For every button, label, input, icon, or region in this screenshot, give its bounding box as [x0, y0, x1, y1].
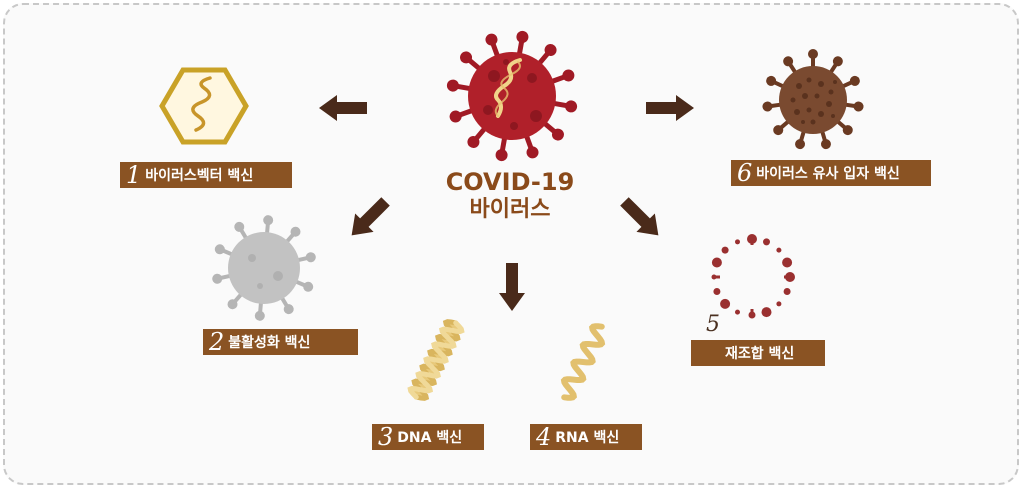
center-title: COVID-19 바이러스 — [430, 168, 590, 224]
recombinant-fragments-icon — [711, 234, 795, 319]
arrow-right-icon — [646, 95, 694, 121]
label-number: 3 — [378, 423, 394, 451]
label-number: 4 — [536, 423, 552, 451]
virus-like-particle-icon — [761, 49, 865, 151]
label-rna-vaccine: 4 RNA 백신 — [530, 424, 642, 450]
arrow-down-icon — [499, 263, 525, 311]
viral-vector-hexagon-icon — [159, 67, 249, 145]
arrow-left-icon — [319, 95, 367, 121]
arrow-down-right-icon — [620, 197, 659, 236]
inactivated-virus-icon — [211, 214, 317, 322]
arrow-down-left-icon — [351, 197, 390, 236]
label-number: 6 — [737, 159, 753, 187]
label-number: 1 — [126, 161, 142, 189]
label-text: 바이러스벡터 백신 — [145, 168, 254, 184]
label-text: 바이러스 유사 입자 백신 — [756, 166, 900, 182]
label-text: 재조합 백신 — [725, 346, 795, 362]
center-title-line1: COVID-19 — [445, 168, 575, 196]
label-number-outside: 5 — [706, 312, 720, 337]
label-dna-vaccine: 3 DNA 백신 — [372, 424, 484, 450]
label-vlp-vaccine: 6 바이러스 유사 입자 백신 — [731, 160, 931, 186]
label-viral-vector-vaccine: 1 바이러스벡터 백신 — [120, 162, 292, 188]
label-recombinant-vaccine: 재조합 백신 — [691, 340, 825, 366]
label-inactivated-vaccine: 2 불활성화 백신 — [203, 329, 358, 355]
center-title-line2: 바이러스 — [469, 197, 551, 222]
label-number: 2 — [209, 328, 225, 356]
label-text: RNA 백신 — [555, 430, 620, 446]
label-text: 불활성화 백신 — [228, 335, 311, 351]
dna-helix-icon — [407, 319, 465, 401]
label-text: DNA 백신 — [397, 430, 463, 446]
rna-strand-icon — [560, 323, 606, 401]
covid-virus-icon — [445, 29, 579, 163]
